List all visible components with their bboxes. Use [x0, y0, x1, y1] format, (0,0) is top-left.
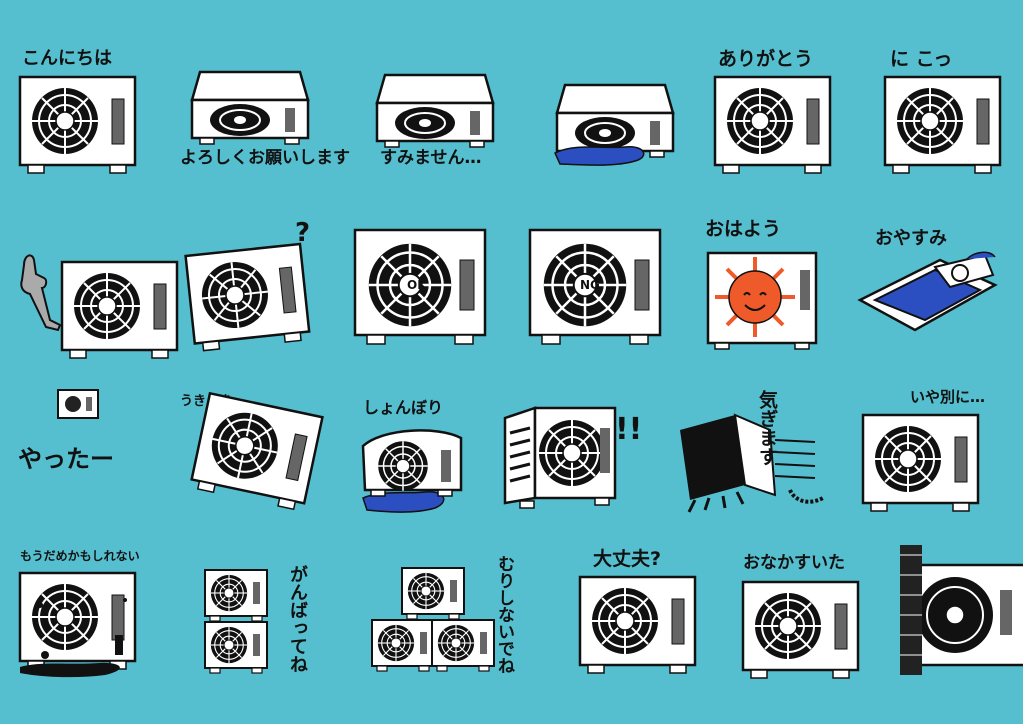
ac-unit-smiling-icon [870, 45, 1020, 195]
sticker-caption: !! [615, 412, 643, 447]
sticker-caption: やったー [18, 445, 114, 473]
sticker-caption: すみません… [380, 148, 482, 168]
ac-unit-sun-icon [706, 251, 818, 350]
ac-unit-ng-icon [525, 222, 675, 372]
sticker-caption: 気ぎます [756, 390, 778, 466]
sticker-surprised[interactable]: !! [495, 395, 645, 545]
sticker-yatta[interactable]: やったー [10, 385, 160, 535]
sticker-caption: ? [295, 218, 311, 248]
sticker-shonbori[interactable]: しょんぼり [355, 390, 505, 540]
sticker-nikko[interactable]: に こっ [870, 45, 1020, 195]
ac-unit-sleeping-icon [857, 251, 998, 332]
ac-unit-hungry-icon [735, 550, 885, 700]
sticker-kigimasu[interactable]: 気ぎます [675, 390, 825, 540]
sticker-konnichiwa[interactable]: こんにちは [10, 45, 160, 195]
sticker-ohayou[interactable]: おはよう [700, 215, 850, 365]
sticker-caption: おはよう [705, 218, 782, 240]
ac-unit-icon [10, 45, 160, 195]
ac-unit-dancing-icon [180, 385, 330, 535]
fan-label: NG [580, 278, 600, 292]
sticker-ukiuki[interactable]: うきうき [180, 385, 330, 535]
ac-unit-icon [855, 385, 1005, 535]
sticker-caption: むりしないでね [494, 555, 514, 674]
ac-unit-sad-icon [355, 390, 505, 513]
sticker-question[interactable]: ? [185, 215, 335, 365]
sticker-caption: に こっ [890, 48, 953, 70]
ac-unit-ok-icon [350, 222, 500, 372]
sticker-peek[interactable] [885, 545, 1023, 695]
sticker-thumbs-up[interactable] [10, 230, 160, 380]
ac-unit-leaking-icon [554, 83, 675, 166]
sticker-caption: よろしくお願いします [180, 148, 350, 168]
fan-label: OK [407, 278, 427, 292]
ac-unit-stack-icon [200, 560, 350, 710]
sticker-moudame[interactable]: もうだめかもしれない [15, 545, 165, 695]
sticker-caption: がんばってね [287, 565, 308, 673]
ac-unit-bowing-icon [375, 73, 495, 149]
sticker-murishinaidene[interactable]: むりしないでね [370, 555, 520, 710]
sticker-yoroshiku[interactable]: よろしくお願いします [175, 55, 350, 205]
ac-unit-broken-icon [15, 545, 165, 678]
sticker-ok[interactable]: OK [350, 222, 500, 372]
ac-unit-bowing-icon [190, 70, 310, 146]
sticker-leaking[interactable] [545, 65, 695, 215]
sticker-caption: ありがとう [718, 48, 814, 70]
sticker-caption: こんにちは [22, 48, 112, 69]
sticker-caption: いや別に… [910, 388, 986, 406]
sticker-caption: しょんぼり [363, 398, 444, 417]
sticker-caption: おやすみ [875, 228, 947, 249]
sticker-iya-betsuni[interactable]: いや別に… [855, 385, 1005, 535]
sticker-caption: おなかすいた [743, 553, 845, 573]
sticker-caption: もうだめかもしれない [20, 549, 140, 563]
sticker-daijoubu[interactable]: 大丈夫? [575, 545, 725, 695]
sticker-sumimasen[interactable]: すみません… [370, 55, 520, 205]
sticker-oyasumi[interactable]: おやすみ [855, 215, 1005, 365]
sticker-caption: 大丈夫? [593, 548, 662, 570]
ac-unit-peeking-icon [900, 545, 1023, 675]
ac-unit-running-icon [680, 413, 824, 513]
ac-unit-small-icon [57, 389, 99, 419]
sticker-arigatou[interactable]: ありがとう [710, 45, 860, 195]
ac-unit-icon [575, 545, 725, 695]
ac-unit-thumbs-up-icon [20, 254, 160, 380]
ac-unit-tilted-icon [185, 215, 335, 365]
sticker-ganbattene[interactable]: がんばってね [200, 560, 350, 710]
sticker-onakasuita[interactable]: おなかすいた [735, 550, 885, 700]
sticker-ng[interactable]: NG [525, 222, 675, 372]
ac-unit-icon [710, 45, 860, 195]
